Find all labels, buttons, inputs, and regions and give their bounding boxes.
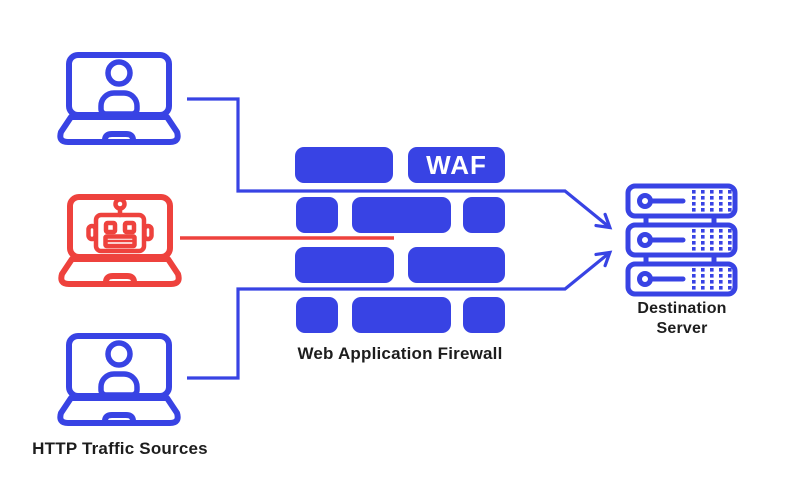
wall-brick (295, 147, 393, 183)
allowed-flow-bottom-arrow (187, 250, 613, 380)
waf-brick (408, 147, 505, 183)
user-icon (101, 343, 137, 395)
destination-server-label: Destination Server (637, 300, 727, 337)
wall-brick (463, 297, 505, 333)
user-icon (101, 62, 137, 114)
allowed-flow-top-arrow (187, 97, 613, 230)
wall-brick (463, 197, 505, 233)
destination-server-icon (628, 186, 735, 294)
wall-brick (352, 297, 451, 333)
wall-brick (296, 297, 338, 333)
waf-badge-label: WAF (426, 149, 487, 180)
user-laptop-top-icon (60, 55, 177, 142)
traffic-sources-label: HTTP Traffic Sources (32, 439, 208, 458)
wall-brick (352, 197, 451, 233)
wall-brick (295, 247, 394, 283)
firewall-label: Web Application Firewall (297, 344, 503, 363)
user-laptop-bottom-icon (60, 336, 177, 423)
wall-brick (296, 197, 338, 233)
waf-brick-wall (295, 147, 505, 333)
wall-brick (408, 247, 505, 283)
bot-laptop-icon (61, 197, 178, 284)
bot-icon (89, 200, 152, 252)
